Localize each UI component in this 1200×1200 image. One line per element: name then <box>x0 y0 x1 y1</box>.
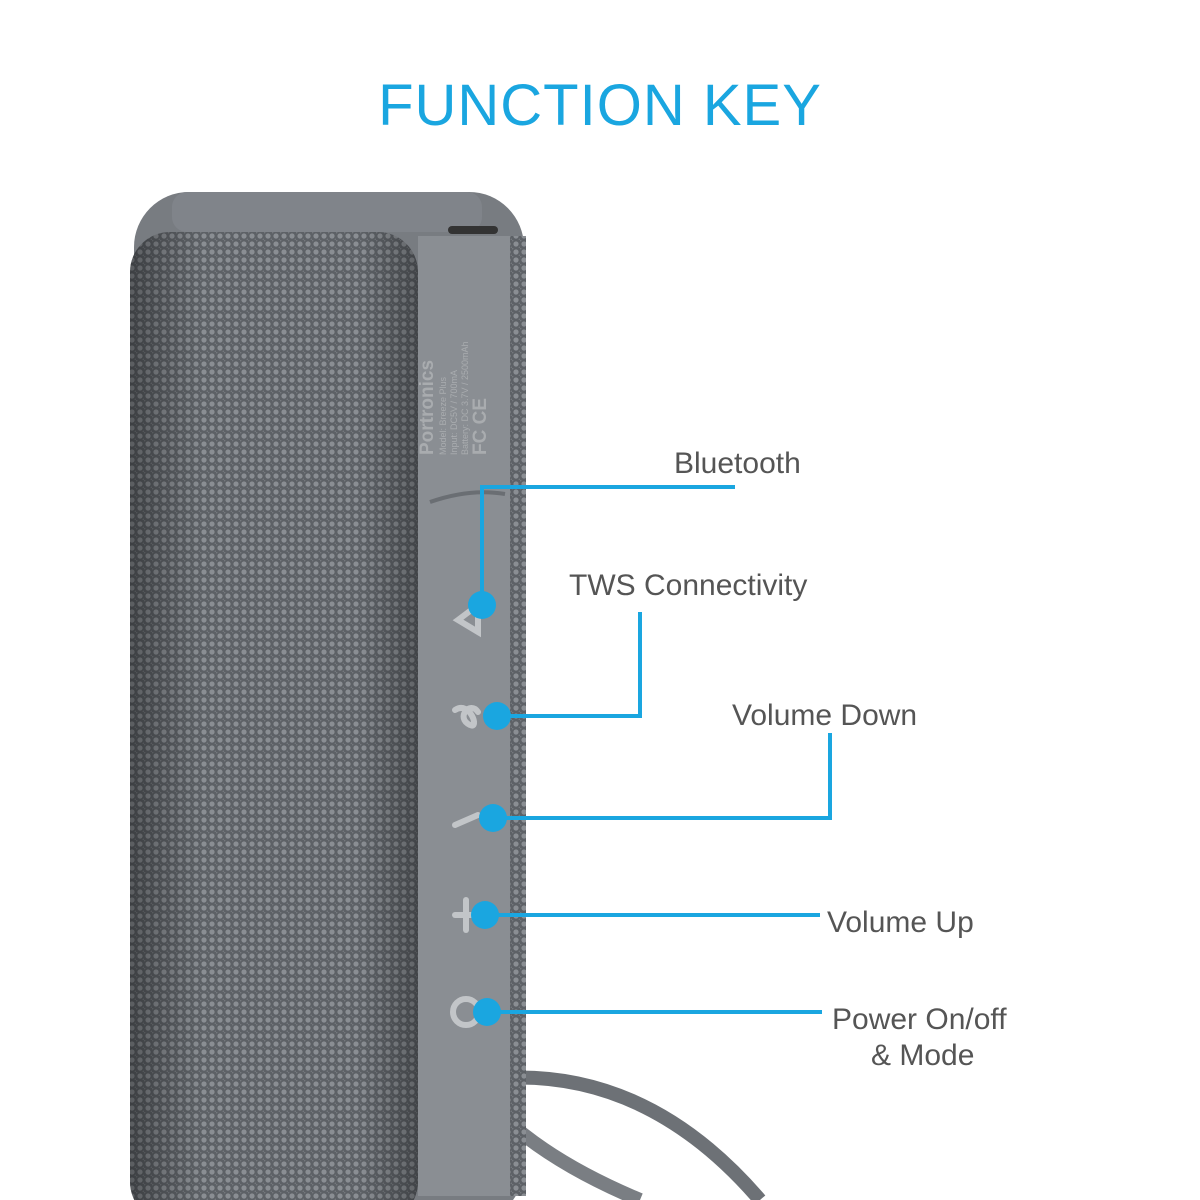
callout-dot-tws <box>483 702 511 730</box>
callout-line-volume-down <box>493 733 832 820</box>
callout-label-tws: TWS Connectivity <box>569 569 808 602</box>
callout-line-bluetooth <box>480 485 735 605</box>
callout-lines <box>480 485 832 1014</box>
callout-label-volume-up: Volume Up <box>827 906 974 939</box>
minus-icon <box>452 812 481 828</box>
product-label: Portronics Model: Breeze Plus Input: DC5… <box>417 341 491 455</box>
infinity-icon <box>452 705 481 729</box>
callout-label-power: Power On/off <box>832 1003 1007 1036</box>
callout-dot-power <box>473 998 501 1026</box>
callout-dot-volume-down <box>479 804 507 832</box>
callout-dot-bluetooth <box>468 591 496 619</box>
label-line: Input: DC5V / 700mA <box>449 369 459 455</box>
label-line: Model: Breeze Plus <box>438 376 448 455</box>
brand-name: Portronics <box>417 359 438 455</box>
callout-line-tws <box>497 612 642 718</box>
callout-label-mode: & Mode <box>871 1039 975 1072</box>
page-title: FUNCTION KEY <box>378 73 822 138</box>
callout-label-bluetooth: Bluetooth <box>674 447 801 480</box>
callout-dot-volume-up <box>471 901 499 929</box>
certification-marks: FC CE <box>470 398 491 455</box>
callout-label-volume-down: Volume Down <box>732 699 918 732</box>
bluetooth-icon <box>452 599 481 638</box>
